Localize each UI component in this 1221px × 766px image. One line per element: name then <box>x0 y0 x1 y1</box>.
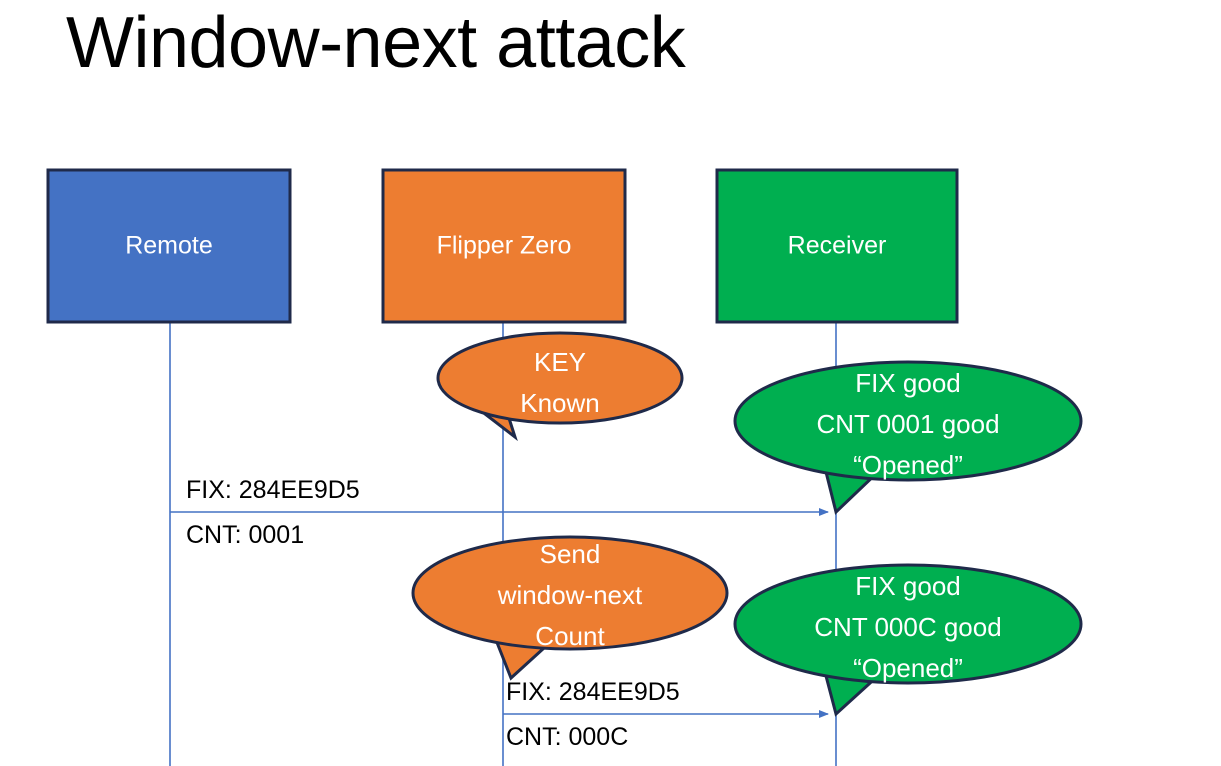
actor-label-remote: Remote <box>125 232 213 260</box>
callout-send-window-next-line-3: Count <box>535 621 605 651</box>
actor-box-receiver[interactable]: Receiver <box>715 168 959 324</box>
callout-send-window-next[interactable]: Send window-next Count <box>411 535 729 681</box>
callout-key-known-body <box>436 331 684 425</box>
page-title: Window-next attack <box>66 3 686 83</box>
actor-box-receiver-rect <box>715 168 959 324</box>
callout-receiver-ok-0001-body <box>733 360 1083 482</box>
callout-receiver-ok-000c-line-1: FIX good <box>855 571 961 601</box>
actor-box-remote-rect <box>46 168 292 324</box>
message-1-fix-label: FIX: 284EE9D5 <box>186 476 360 504</box>
actor-box-remote[interactable]: Remote <box>46 168 292 324</box>
callout-receiver-ok-0001-line-2: CNT 0001 good <box>816 409 999 439</box>
actor-box-flipper[interactable]: Flipper Zero <box>381 168 627 324</box>
callout-key-known-line-2: Known <box>520 388 600 418</box>
message-remote-to-receiver: FIX: 284EE9D5 CNT: 0001 <box>170 476 829 549</box>
callout-receiver-ok-000c-body <box>733 563 1083 685</box>
message-flipper-to-receiver: FIX: 284EE9D5 CNT: 000C <box>503 678 829 751</box>
callout-receiver-ok-000c[interactable]: FIX good CNT 000C good “Opened” <box>733 563 1083 717</box>
callout-send-window-next-line-1: Send <box>540 539 601 569</box>
message-2-cnt-label: CNT: 000C <box>506 723 628 751</box>
callout-send-window-next-line-2: window-next <box>497 580 643 610</box>
callout-send-window-next-body <box>411 535 729 651</box>
callout-key-known-line-1: KEY <box>534 347 586 377</box>
actor-box-flipper-rect <box>381 168 627 324</box>
callout-receiver-ok-000c-line-2: CNT 000C good <box>814 612 1001 642</box>
callout-receiver-ok-0001-line-1: FIX good <box>855 368 961 398</box>
callout-receiver-ok-0001[interactable]: FIX good CNT 0001 good “Opened” <box>733 360 1083 515</box>
message-2-fix-label: FIX: 284EE9D5 <box>506 678 680 706</box>
actor-label-receiver: Receiver <box>788 232 887 260</box>
actor-label-flipper: Flipper Zero <box>437 232 572 260</box>
callout-receiver-ok-0001-line-3: “Opened” <box>853 450 963 480</box>
message-1-cnt-label: CNT: 0001 <box>186 521 304 549</box>
callout-key-known[interactable]: KEY Known <box>436 331 684 442</box>
callout-receiver-ok-000c-line-3: “Opened” <box>853 653 963 683</box>
